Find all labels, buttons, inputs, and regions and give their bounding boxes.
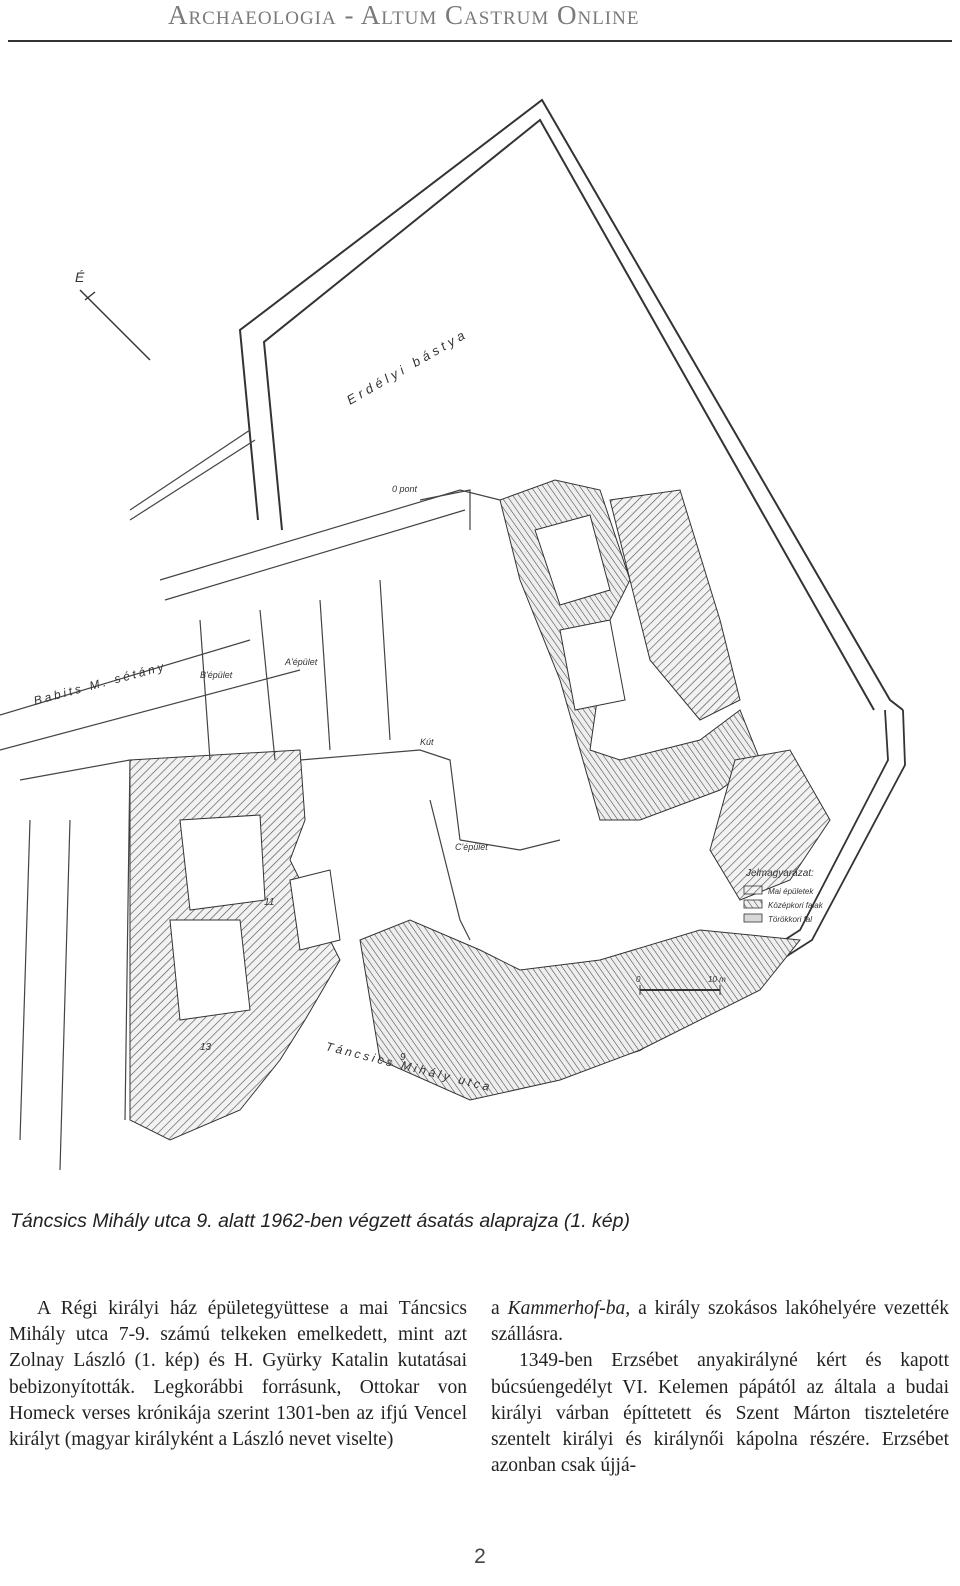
text-column-right: a Kammerhof-ba, a király szokásos lakóhe… (491, 1296, 949, 1479)
right-paragraph-2: 1349-ben Erzsébet anyakirályné kért és k… (491, 1350, 949, 1477)
well-label: Kút (420, 737, 434, 747)
header-rule (8, 40, 952, 42)
legend-item-turkish: Törökkori fal (768, 915, 812, 924)
legend-item-modern: Mai épületek (768, 887, 814, 896)
building-a-label: A'épület (284, 657, 318, 667)
building-c-label: C'épület (455, 842, 488, 852)
legend-swatch-modern (743, 885, 763, 895)
right-paragraph-1-prefix: a (491, 1298, 508, 1319)
bastion-walls (238, 98, 904, 711)
bastion-label: Erdélyi bástya (344, 326, 471, 408)
plan-legend: Jelmagyarázat: Mai épületek Középkori fa… (743, 868, 824, 924)
legend-swatch-turkish (743, 913, 763, 923)
scale-end: 10 m (708, 975, 726, 984)
page-header: Archaeologia - Altum Castrum Online (8, 0, 952, 44)
north-letter: É (75, 269, 85, 285)
figure-caption: Táncsics Mihály utca 9. alatt 1962-ben v… (10, 1210, 630, 1232)
building-b-label: B'épület (200, 670, 233, 680)
house-number-11: 11 (264, 897, 274, 908)
excavation-lines (0, 489, 561, 1170)
rampart-label: Babits M. sétány (32, 659, 168, 708)
house-number-9: 9 (400, 1052, 406, 1063)
legend-swatch-medieval (743, 899, 763, 909)
legend-item-medieval: Középkori falak (768, 901, 824, 910)
right-paragraph-1: a Kammerhof-ba, a király szokásos lakóhe… (491, 1296, 949, 1348)
left-paragraph: A Régi királyi ház épületegyüttese a mai… (9, 1298, 467, 1451)
right-paragraph-1-rest: a király szokásos lakóhelyére vezették s… (491, 1298, 950, 1346)
kammerhof-term: Kammerhof-ba, (507, 1298, 631, 1319)
text-column-left: A Régi királyi ház épületegyüttese a mai… (9, 1296, 467, 1453)
journal-title: Archaeologia - Altum Castrum Online (168, 0, 640, 30)
legend-title: Jelmagyarázat: (745, 868, 814, 879)
scale-start: 0 (636, 975, 641, 984)
zero-point-label: 0 pont (392, 484, 418, 494)
excavation-plan: É Erdélyi bástya Babits M. sétány Táncsi… (0, 98, 906, 1170)
house-number-13: 13 (200, 1042, 212, 1053)
north-arrow: É (75, 269, 151, 361)
page-number: 2 (474, 1545, 486, 1568)
road-lines (129, 429, 256, 521)
inner-rooms (169, 514, 626, 1021)
scale-bar: 0 10 m (636, 975, 726, 995)
